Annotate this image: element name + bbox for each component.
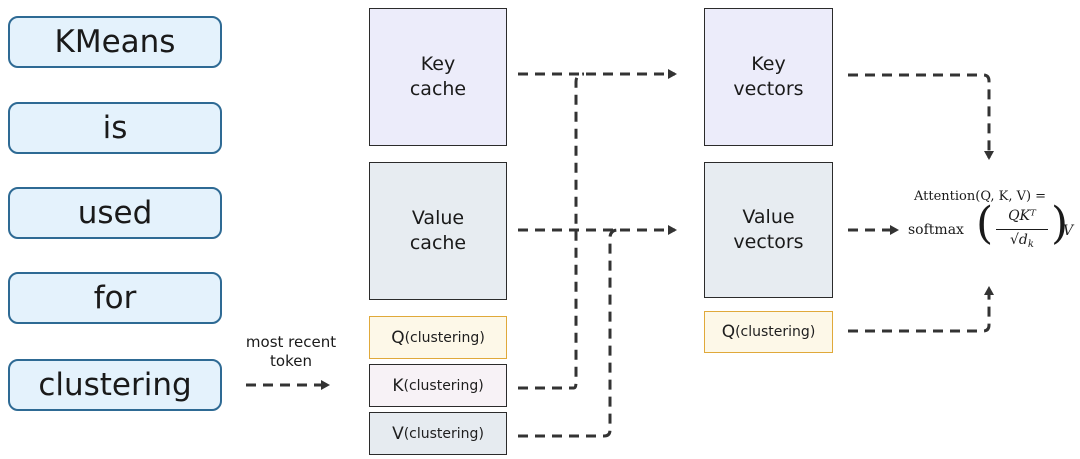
formula-right-paren: ) (1051, 198, 1069, 249)
arrow-value-clustering-to-value-vectors (518, 228, 619, 438)
formula-left-paren: ( (976, 198, 994, 249)
arrow-key-clustering-to-key-vectors (518, 72, 585, 390)
formula-tail: V (1063, 223, 1074, 239)
token-is: is (8, 102, 222, 154)
query-vector-box: Q(clustering) (704, 311, 833, 353)
most-recent-token-note: most recent token (245, 333, 337, 370)
key-clustering-box: K(clustering) (369, 364, 507, 407)
formula-softmax: softmax (908, 222, 964, 238)
token-kmeans: KMeans (8, 16, 222, 68)
query-clustering-box: Q(clustering) (369, 316, 507, 359)
formula-fraction-bar (996, 229, 1048, 230)
token-clustering: clustering (8, 359, 222, 411)
token-for: for (8, 272, 222, 324)
formula-numerator: QKᵀ (1008, 208, 1036, 224)
arrow-key-vectors-to-formula (848, 73, 994, 160)
arrow-query-to-formula (848, 286, 994, 333)
formula-denominator: √dk (1010, 232, 1034, 250)
token-used: used (8, 187, 222, 239)
value-clustering-box: V(clustering) (369, 412, 507, 455)
attention-formula: Attention(Q, K, V) = softmax ( QKᵀ √dk )… (900, 188, 1078, 278)
formula-lhs: Attention(Q, K, V) = (914, 189, 1047, 204)
